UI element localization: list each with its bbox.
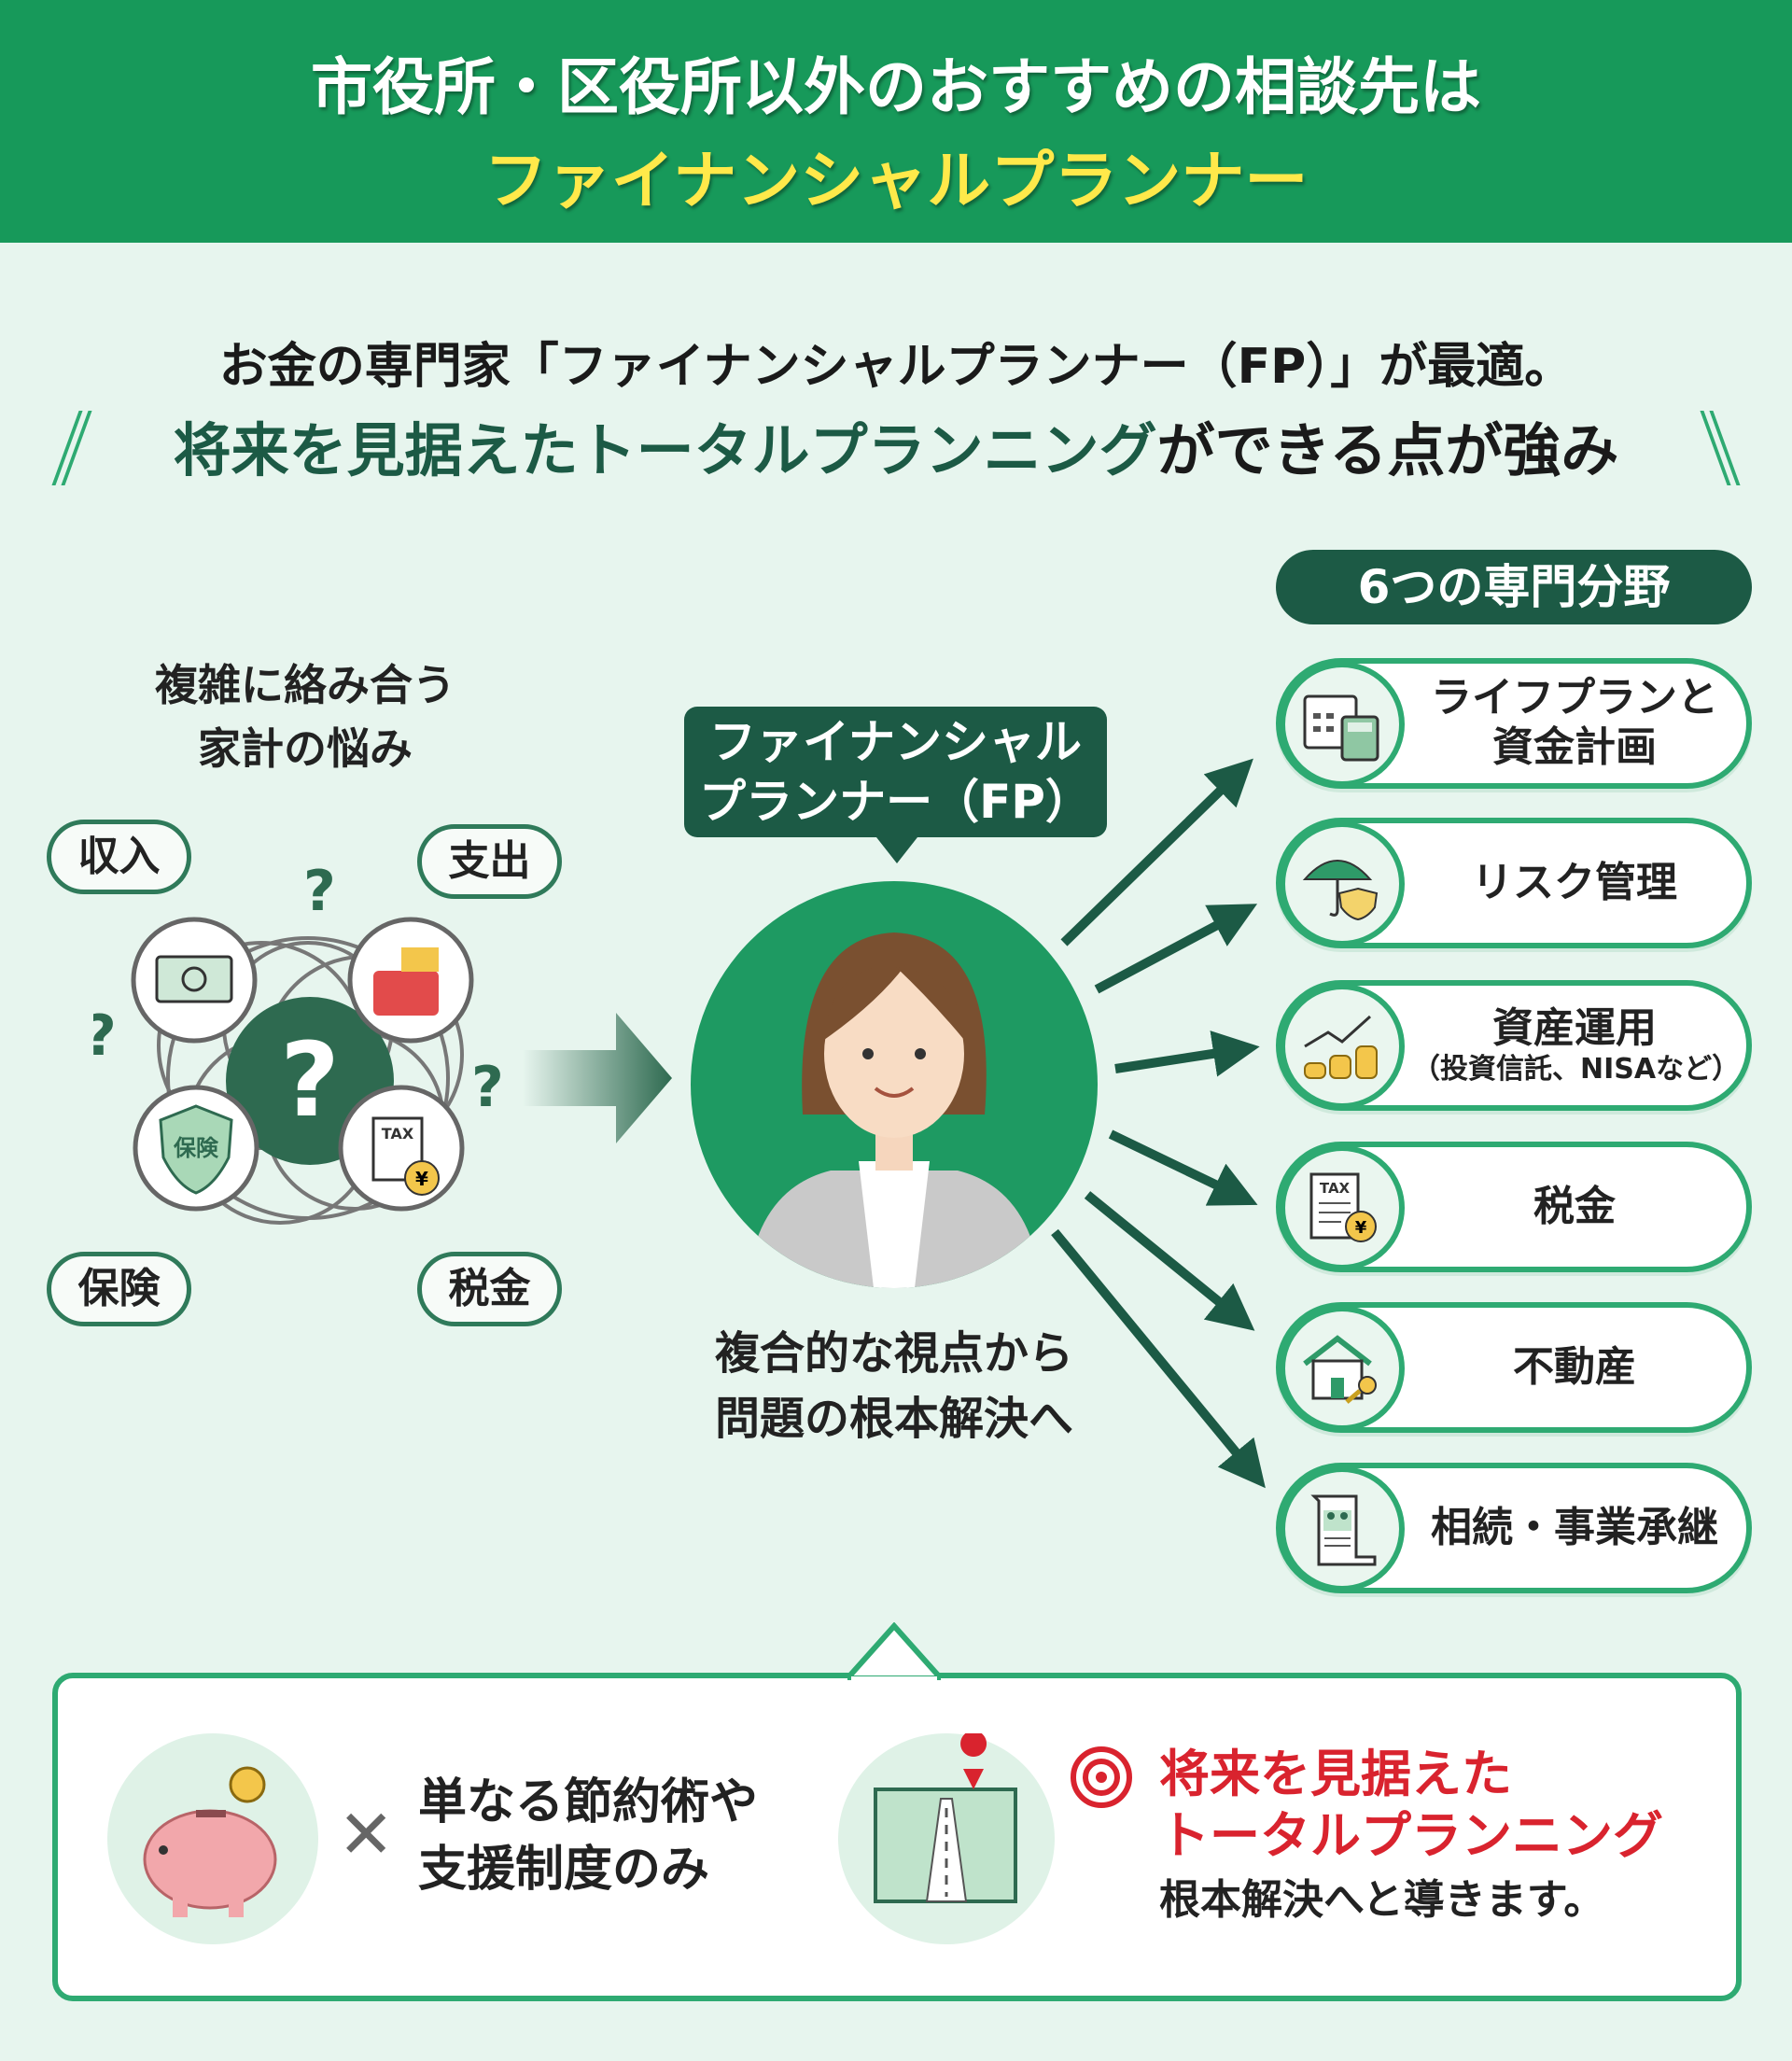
bubble-income: 収入 [47,820,191,894]
cross-mark-icon: ✕ [338,1795,395,1873]
field-sublabel: （投資信託、NISAなど） [1412,1053,1741,1087]
arrow-to-field-5 [1084,1191,1255,1331]
field-inheritance: 相続・事業承継 [1276,1463,1752,1593]
good-line1: 将来を見据えた [1159,1745,1512,1803]
fp-avatar [691,881,1098,1288]
svg-text:?: ? [303,859,336,924]
field-label-line2: 資金計画 [1492,723,1657,771]
subtitle-line2: 将来を見据えたトータルプランニングができる点が強み [0,403,1792,487]
left-caption-line2: 家計の悩み [198,723,413,774]
connector-arrows [1051,758,1266,1489]
subtitle-rest: ができる点が強み [1156,416,1619,484]
arrow-to-field-2 [1094,904,1258,994]
field-investment: 資産運用（投資信託、NISAなど） [1276,980,1752,1111]
bubble-insurance: 保険 [47,1252,191,1326]
arrow-to-field-6 [1051,1228,1266,1489]
piggy-bank-icon [107,1733,318,1944]
svg-text:?: ? [471,1055,504,1120]
field-lifeplan: ライフプランと資金計画 [1276,658,1752,789]
svg-text:?: ? [93,1003,117,1069]
field-real-estate: 不動産 [1276,1302,1752,1433]
subtitle-line1: お金の専門家「ファイナンシャルプランナー（FP）」が最適。 [218,339,1574,395]
coins-growth-icon [1280,984,1405,1109]
center-caption-line2: 問題の根本解決へ [714,1393,1073,1445]
arrow-to-field-1 [1060,758,1253,946]
svg-text:TAX: TAX [382,1125,414,1143]
house-key-icon [1280,1306,1405,1431]
arrow-to-field-4 [1108,1129,1258,1206]
svg-text:¥: ¥ [415,1168,428,1190]
bad-line1: 単なる節約術や [418,1774,759,1830]
svg-text:保険: 保険 [173,1135,219,1161]
field-label: 資産運用 [1492,1003,1657,1052]
bad-approach-text: 単なる節約術や 支援制度のみ [418,1769,758,1903]
left-caption: 複雑に絡み合う 家計の悩み [119,653,492,780]
left-caption-line1: 複雑に絡み合う [155,660,455,710]
flow-arrow-icon [523,1013,672,1143]
title-line2: ファイナンシャルプランナー [483,145,1309,218]
tangle-illustration: ? ??? 保険 TAX ¥ [93,859,504,1225]
svg-text:?: ? [280,1020,340,1140]
calendar-calculator-icon [1280,662,1405,787]
fp-label-line1: ファイナンシャル [709,715,1082,769]
fp-label: ファイナンシャル プランナー（FP） [684,707,1107,863]
field-risk: リスク管理 [1276,818,1752,948]
field-tax: TAX ¥ 税金 [1276,1142,1752,1272]
target-icon [1071,1746,1132,1808]
fp-label-line2: プランナー（FP） [699,775,1092,829]
field-label: ライフプランと [1431,674,1718,722]
summary-pointer [847,1622,941,1680]
center-caption-line1: 複合的な視点から [714,1327,1073,1380]
good-approach-text: 将来を見据えた トータルプランニング 根本解決へと導きます。 [1159,1744,1663,1934]
field-label: リスク管理 [1472,858,1677,906]
subtitle-highlight: 将来を見据えたトータルプランニング [173,416,1157,484]
title-line1: 市役所・区役所以外のおすすめの相談先は [311,51,1481,123]
good-line3: 根本解決へと導きます。 [1159,1876,1605,1924]
bubble-expense: 支出 [417,824,562,899]
svg-text:TAX: TAX [1320,1180,1351,1197]
umbrella-shield-icon [1280,821,1405,946]
arrow-to-field-3 [1114,1030,1260,1077]
svg-text:¥: ¥ [1355,1218,1367,1238]
good-line2: トータルプランニング [1159,1806,1663,1865]
field-label: 不動産 [1513,1342,1636,1391]
roadmap-icon [838,1731,1055,1944]
header-banner [0,0,1792,243]
inheritance-document-icon [1280,1466,1405,1591]
fields-heading: 6つの専門分野 [1276,550,1752,624]
field-label: 税金 [1533,1182,1616,1230]
bad-line2: 支援制度のみ [418,1842,710,1898]
bubble-tax: 税金 [417,1252,562,1326]
tax-document-icon: TAX ¥ [1280,1145,1405,1270]
field-label: 相続・事業承継 [1431,1503,1718,1551]
center-caption: 複合的な視点から 問題の根本解決へ [614,1321,1174,1451]
